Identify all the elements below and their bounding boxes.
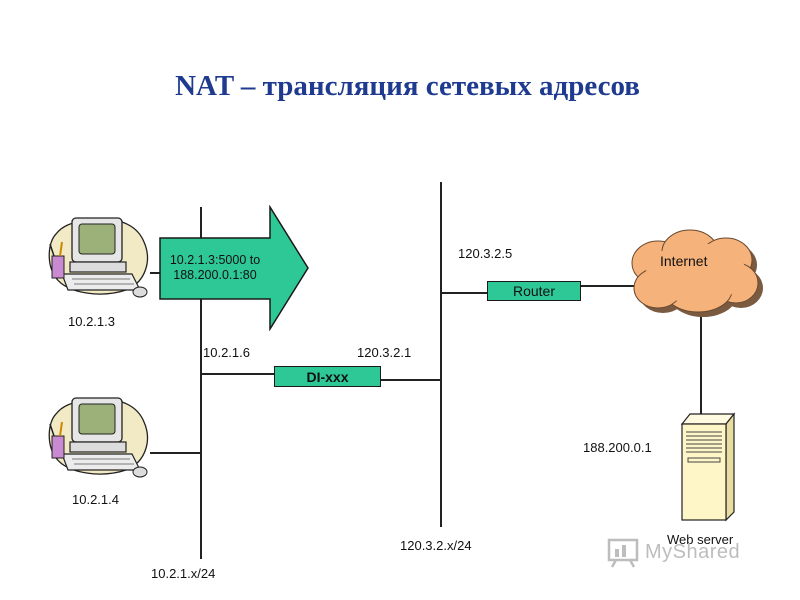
desktop-computer-icon	[48, 217, 148, 298]
nat-inner-link	[200, 373, 275, 375]
host1-ip: 10.2.1.3	[68, 314, 115, 329]
arrow-line2: 188.200.0.1:80	[173, 268, 257, 282]
outer-network-bus	[440, 182, 442, 527]
outer-network-label: 120.3.2.x/24	[400, 538, 472, 553]
desktop-computer-icon	[48, 397, 148, 478]
watermark-text: MyShared	[645, 541, 741, 563]
nat-arrow-icon	[159, 205, 309, 331]
server-tower-icon	[680, 412, 736, 522]
host2-link	[150, 452, 201, 454]
router-right-link	[580, 285, 642, 287]
router-ip: 120.3.2.5	[458, 246, 513, 261]
nat-inner-ip: 10.2.1.6	[203, 345, 250, 360]
internet-server-link	[700, 315, 702, 415]
nat-outer-link	[380, 379, 441, 381]
nat-device-box: DI-xxx	[274, 366, 381, 387]
internet-label: Internet	[660, 253, 708, 269]
server-ip: 188.200.0.1	[583, 440, 652, 455]
internet-cloud-icon	[631, 229, 763, 317]
router-box: Router	[487, 281, 581, 301]
nat-outer-ip: 120.3.2.1	[357, 345, 412, 360]
arrow-line1: 10.2.1.3:5000 to	[169, 253, 261, 267]
server-label: Web server	[667, 532, 734, 547]
page-title: NAT – трансляция сетевых адресов	[175, 70, 640, 102]
watermark-logo-icon	[607, 538, 639, 568]
inner-network-label: 10.2.1.x/24	[151, 566, 216, 581]
host2-ip: 10.2.1.4	[72, 492, 119, 507]
nat-arrow-label: 10.2.1.3:5000 to 188.200.0.1:80	[160, 253, 270, 283]
inner-network-bus	[200, 207, 202, 559]
router-left-link	[440, 292, 488, 294]
